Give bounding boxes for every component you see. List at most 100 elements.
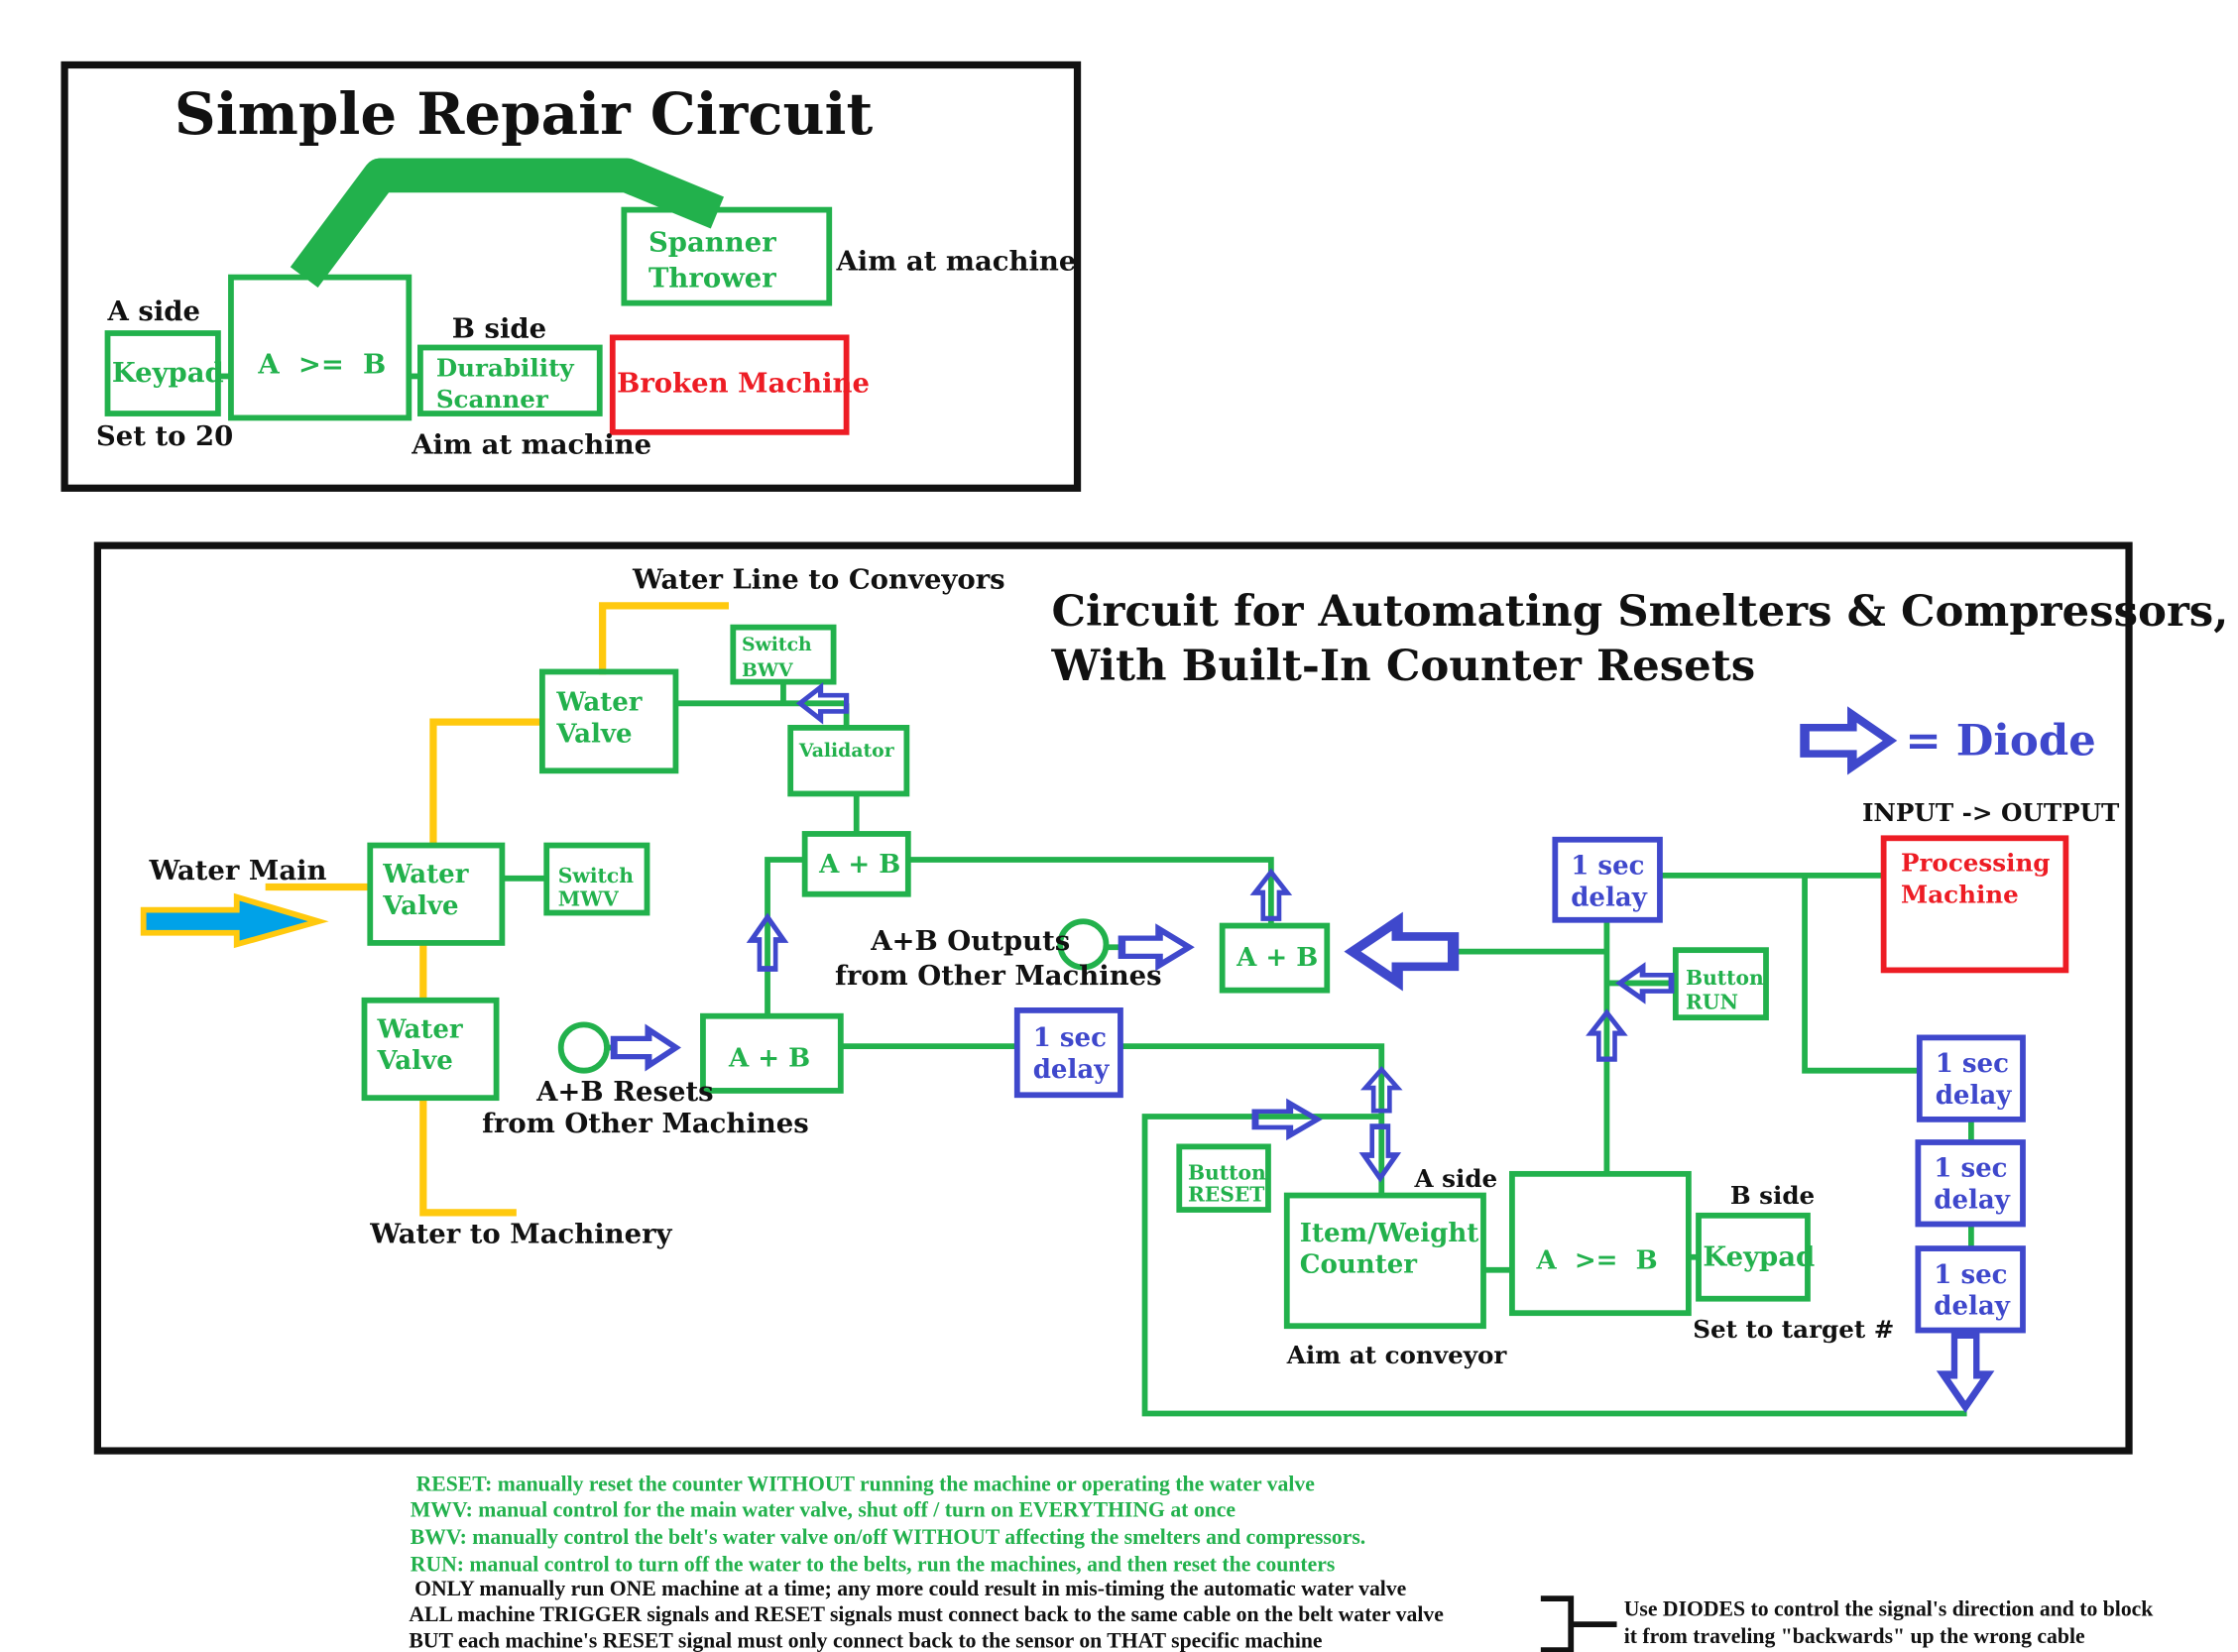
delay-label: 1 sec: [1936, 1049, 2009, 1079]
delay-label: 1 sec: [1033, 1023, 1107, 1053]
water-valve-label: Water: [377, 1014, 463, 1044]
thick-cable: [290, 158, 725, 288]
processing-machine-label: Processing: [1901, 849, 2051, 878]
water-valve-label: Valve: [377, 1046, 453, 1076]
panel-title: Circuit for Automating Smelters & Compre…: [1052, 586, 2229, 637]
delay-label: delay: [1934, 1292, 2011, 1322]
delay-box: [1013, 1007, 1123, 1099]
water-line-label: Water Line to Conveyors: [632, 564, 1005, 596]
note-reset-signal: BUT each machine's RESET signal must onl…: [409, 1628, 1323, 1652]
panel-border: [60, 60, 1082, 492]
counter-box: [1283, 1192, 1486, 1330]
switch-mwv-label: MWV: [558, 886, 619, 910]
processing-machine-label: Machine: [1901, 880, 2019, 908]
diode-icon: [614, 1029, 676, 1065]
outputs-connector: [1057, 918, 1110, 971]
gate-label: A + B: [1236, 943, 1318, 973]
panel-title: With Built-In Counter Resets: [1051, 641, 1756, 691]
belt-water-valve: [538, 668, 679, 774]
io-legend-label: INPUT -> OUTPUT: [1862, 798, 2120, 827]
delay-label: delay: [1571, 883, 1648, 912]
diode-legend-label: = Diode: [1905, 715, 2095, 766]
water-line: [429, 718, 542, 847]
delay-label: delay: [1936, 1081, 2013, 1111]
switch-bwv[interactable]: [730, 624, 837, 685]
machinery-water-valve: [361, 997, 500, 1102]
counter-label: Item/Weight: [1300, 1219, 1479, 1248]
validator-label: Validator: [798, 740, 895, 762]
delay-label: delay: [1934, 1186, 2011, 1216]
resets-label: from Other Machines: [482, 1108, 809, 1139]
set-to-label: Set to 20: [96, 420, 233, 452]
broken-machine-label: Broken Machine: [617, 367, 870, 399]
note-diodes: Use DIODES to control the signal's direc…: [1624, 1596, 2155, 1620]
spanner-thrower-box: [621, 206, 833, 306]
a-side-label: A side: [1414, 1164, 1498, 1193]
gate-label: A + B: [728, 1043, 810, 1073]
validator-box: [787, 725, 910, 797]
water-valve-label: Water: [555, 688, 642, 718]
note-reset: RESET: manually reset the counter WITHOU…: [416, 1473, 1316, 1496]
a-plus-b-gate: [1219, 922, 1331, 994]
button-run-label: RUN: [1686, 990, 1738, 1013]
comparator-box: [228, 274, 412, 421]
water-line-machinery: [419, 1098, 517, 1217]
diode-icon: [1944, 1335, 1988, 1407]
button-run[interactable]: [1672, 947, 1769, 1021]
notes: RESET: manually reset the counter WITHOU…: [409, 1473, 2154, 1652]
delay-label: delay: [1033, 1055, 1111, 1085]
delay-label: 1 sec: [1571, 851, 1644, 881]
delay-blocks: 1 sec delay 1 sec delay 1 sec delay 1 se…: [1013, 836, 2026, 1334]
diode-icon: [1255, 1104, 1318, 1135]
button-run-label: Button: [1686, 966, 1764, 990]
comparator-label: A >= B: [257, 349, 386, 381]
aim-scanner-label: Aim at machine: [411, 429, 651, 461]
resets-label: A+B Resets: [535, 1076, 714, 1108]
bracket: [1540, 1595, 1617, 1652]
switch-bwv-label: Switch: [742, 634, 812, 655]
broken-machine-box: [609, 334, 850, 435]
switch-bwv-label: BWV: [742, 659, 793, 681]
water-line-conveyors: [599, 602, 729, 675]
button-reset-label: Button: [1188, 1161, 1266, 1185]
panel-border: [93, 541, 2133, 1455]
automation-panel: Circuit for Automating Smelters & Compre…: [93, 541, 2229, 1455]
durability-scanner-label: Scanner: [436, 385, 549, 413]
switch-mwv[interactable]: [543, 842, 650, 916]
a-plus-b-gate: [700, 1012, 844, 1094]
b-side-label: B side: [452, 312, 546, 344]
comparator-label: A >= B: [1536, 1245, 1658, 1275]
simple-repair-panel: Simple Repair Circuit Spanner Thrower Ai…: [60, 60, 1082, 492]
main-water-valve: [367, 842, 506, 946]
keypad-label: Keypad: [112, 357, 224, 389]
gate-label: A + B: [818, 850, 900, 880]
button-reset[interactable]: [1176, 1143, 1271, 1213]
switch-mwv-label: Switch: [558, 864, 634, 887]
keypad-box: [1696, 1212, 1811, 1302]
delay-label: 1 sec: [1934, 1260, 2007, 1290]
note-run: RUN: manual control to turn off the wate…: [411, 1553, 1336, 1577]
delay-box: [1552, 836, 1663, 923]
durability-scanner-box: [417, 344, 603, 416]
delay-box: [1916, 1034, 2026, 1122]
water-main-label: Water Main: [148, 855, 326, 886]
outputs-label: from Other Machines: [835, 960, 1162, 992]
note-one-machine: ONLY manually run ONE machine at a time;…: [414, 1577, 1407, 1600]
note-diodes: it from traveling "backwards" up the wro…: [1624, 1624, 2085, 1648]
diode-icon: [1353, 921, 1454, 982]
counter-label: Counter: [1300, 1250, 1418, 1280]
a-side-label: A side: [107, 295, 200, 327]
panel-title: Simple Repair Circuit: [175, 80, 874, 148]
delay-box: [1915, 1245, 2026, 1334]
spanner-thrower-label: Thrower: [648, 263, 776, 295]
note-bwv: BWV: manually control the belt's water v…: [411, 1525, 1365, 1549]
note-trigger: ALL machine TRIGGER signals and RESET si…: [409, 1602, 1444, 1626]
comparator-box: [1509, 1170, 1692, 1317]
signal-wires: [502, 681, 1974, 1417]
water-valve-label: Valve: [382, 891, 458, 921]
spanner-thrower-label: Spanner: [648, 227, 776, 259]
aim-label: Aim at machine: [835, 245, 1076, 277]
delay-box: [1915, 1139, 2026, 1228]
durability-scanner-label: Durability: [436, 353, 575, 382]
